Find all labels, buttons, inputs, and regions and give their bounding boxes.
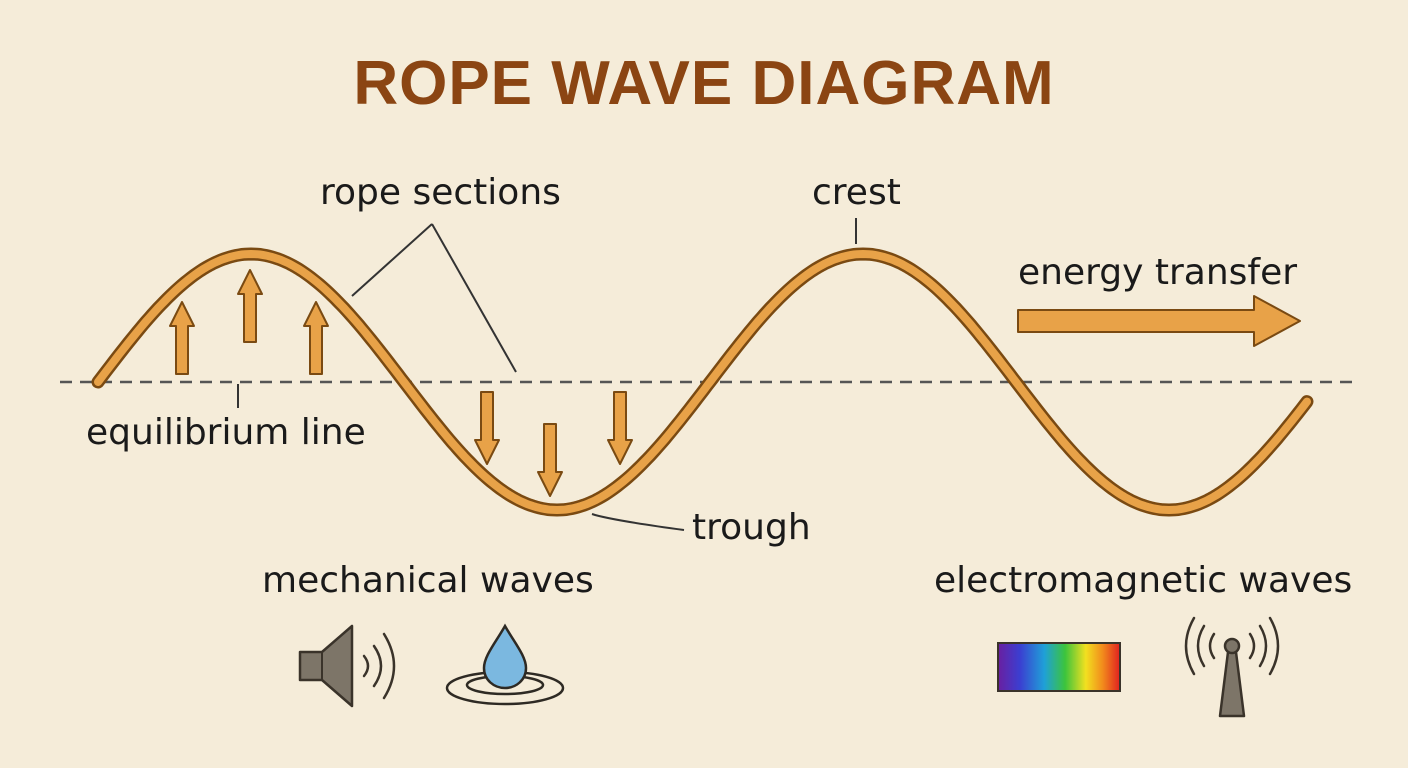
rope-sections-leader-1 — [351, 223, 433, 297]
spectrum-bar-icon — [997, 642, 1121, 692]
water-drop-icon — [445, 623, 565, 706]
down-arrow-icon — [537, 423, 563, 497]
speaker-icon — [298, 624, 396, 708]
up-arrow-icon — [303, 301, 329, 375]
down-arrow-icon — [474, 391, 500, 465]
rope-wave — [94, 249, 1311, 515]
trough-leader — [591, 513, 685, 531]
rope-sections-leader-2 — [431, 223, 517, 373]
down-arrow-icon — [607, 391, 633, 465]
crest-label: crest — [812, 172, 901, 213]
equilibrium-line-label: equilibrium line — [86, 412, 366, 453]
mechanical-waves-label: mechanical waves — [262, 560, 594, 601]
energy-transfer-label: energy transfer — [1018, 252, 1298, 293]
rope-sections-label: rope sections — [320, 172, 561, 213]
up-arrow-icon — [237, 269, 263, 343]
trough-label: trough — [692, 507, 811, 548]
energy-transfer-arrow-icon — [1017, 295, 1301, 347]
electromagnetic-waves-label: electromagnetic waves — [934, 560, 1353, 601]
radio-tower-icon — [1184, 616, 1280, 718]
up-arrow-icon — [169, 301, 195, 375]
page-title: ROPE WAVE DIAGRAM — [353, 49, 1055, 118]
